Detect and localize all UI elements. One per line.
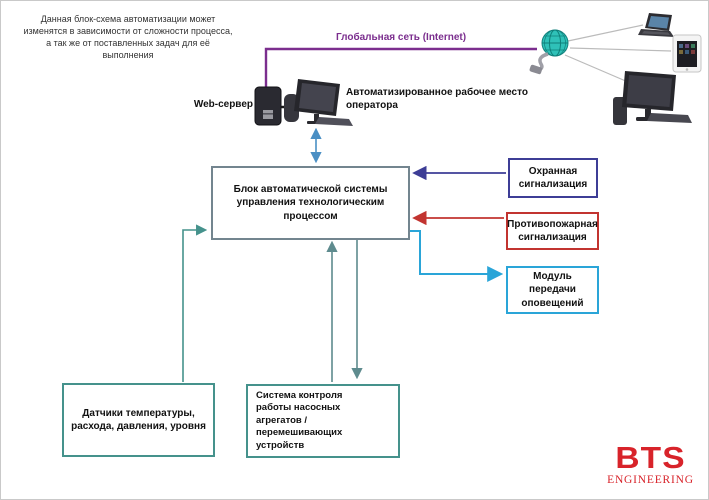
sensors-link <box>182 224 208 382</box>
block-sensors: Датчики температуры, расхода, давления, … <box>62 383 215 457</box>
workstation-icon <box>284 79 353 126</box>
tablet-icon <box>672 34 702 73</box>
block-security-alarm: Охранная сигнализация <box>508 158 598 198</box>
internet-line <box>264 47 537 91</box>
globe-icon <box>529 29 569 75</box>
logo-text: BTS <box>615 440 686 475</box>
desktop-icon <box>613 71 692 125</box>
web-server-label: Web-сервер <box>193 99 253 110</box>
block-pump-control: Система контроля работы насосных агрегат… <box>246 384 400 458</box>
internet-label: Глобальная сеть (Internet) <box>335 32 467 43</box>
block-fire-alarm: Противопожарная сигнализация <box>506 212 599 250</box>
bts-logo: BTS ENGINEERING <box>602 442 699 486</box>
note-text: Данная блок-схема автоматизации может из… <box>23 14 233 61</box>
workstation-label: Автоматизированное рабочее место операто… <box>346 87 528 111</box>
notification-link <box>408 230 504 282</box>
block-control-unit: Блок автоматической системы управления т… <box>211 166 410 240</box>
block-notification-module: Модуль передачи оповещений <box>506 266 599 314</box>
globe-device-links <box>564 24 672 86</box>
logo-subtitle: ENGINEERING <box>607 474 694 486</box>
laptop-icon <box>638 13 674 37</box>
server-icon <box>254 86 282 126</box>
